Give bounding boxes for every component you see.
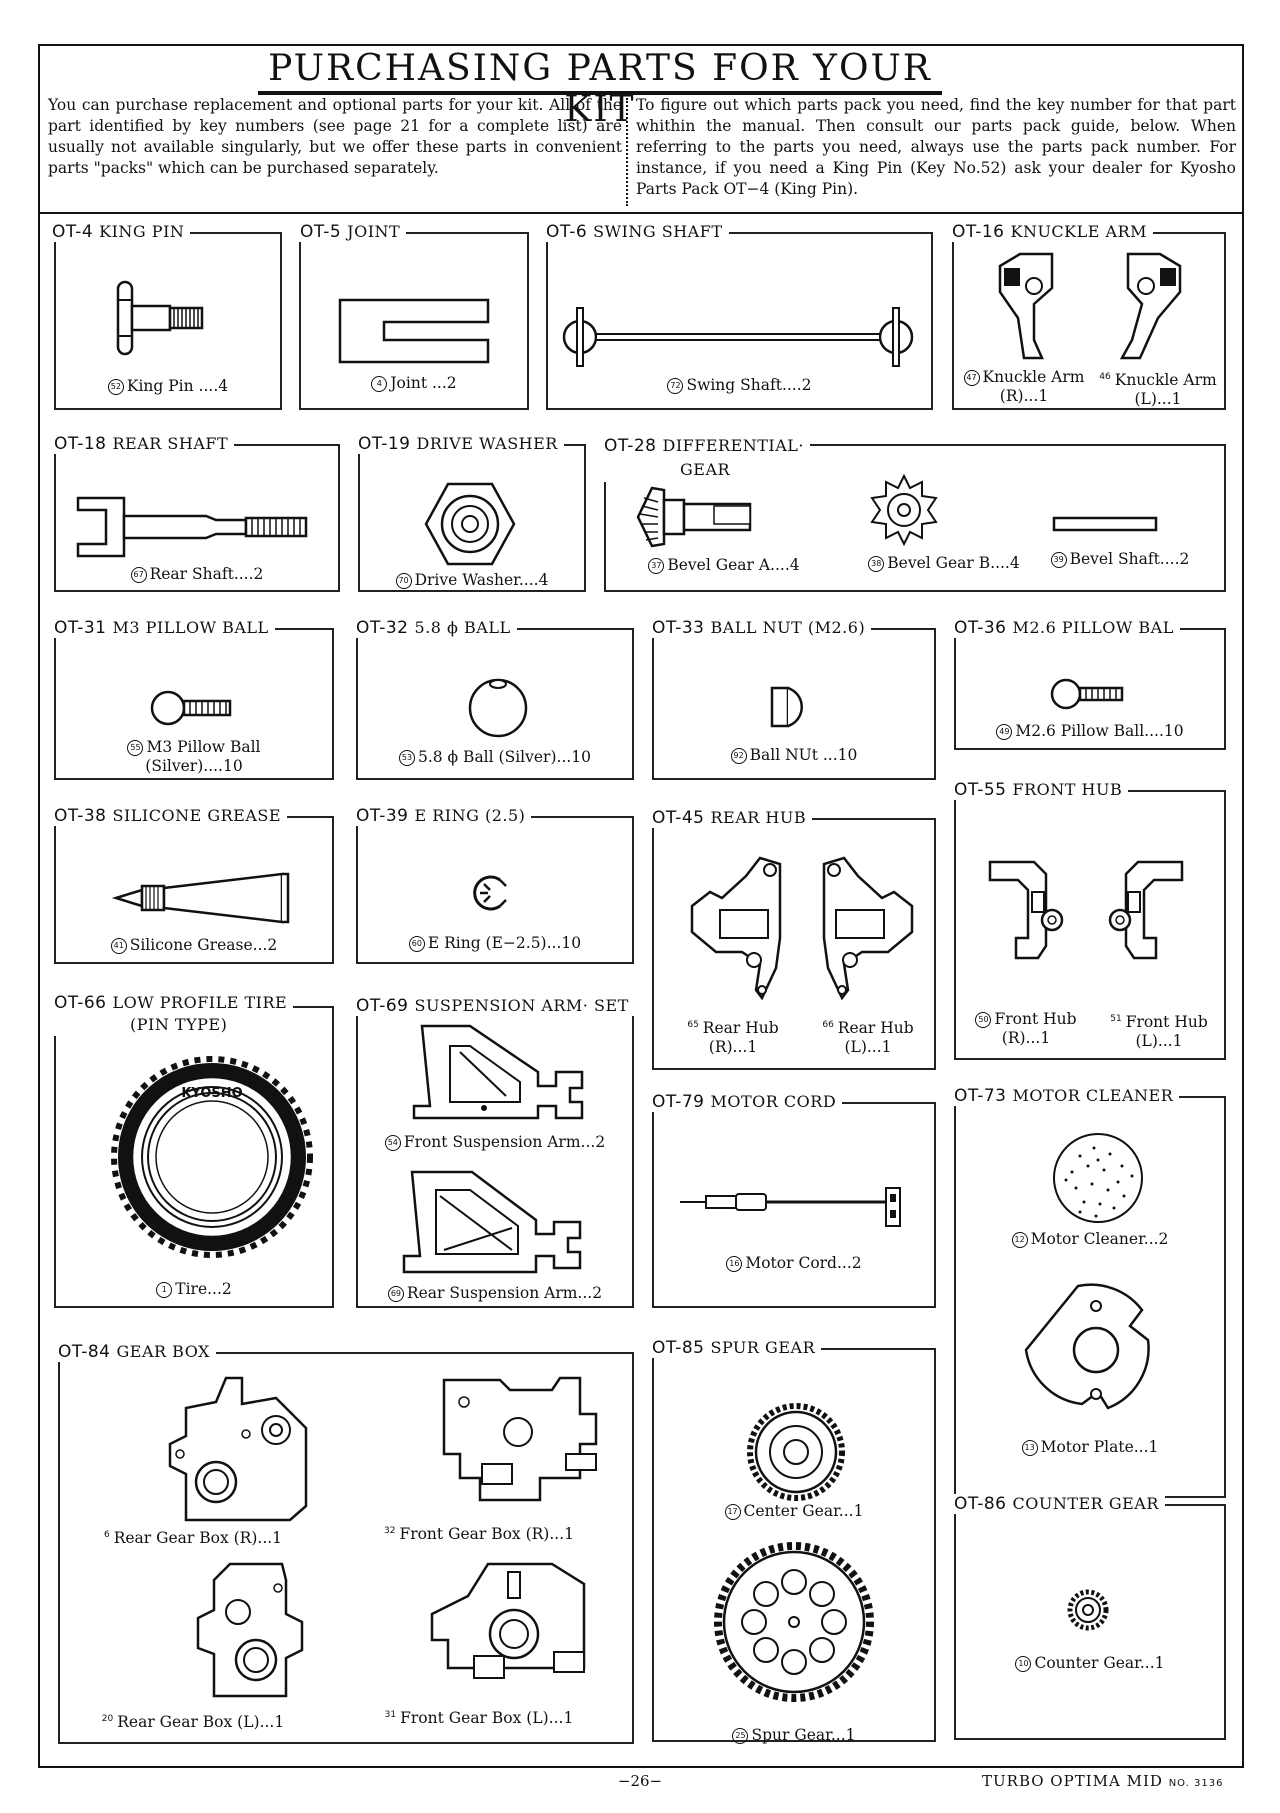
- rear-hub-icon: [690, 856, 914, 1001]
- motor-cleaner-icon: [1053, 1133, 1143, 1223]
- tire-icon: KYOSHO: [111, 1056, 313, 1258]
- pack-ot6: [546, 232, 933, 410]
- bevel-shaft-icon: [1052, 516, 1158, 532]
- front-hub-icon: [988, 860, 1184, 960]
- section-rule: [38, 212, 1244, 214]
- joint-icon: [338, 298, 490, 364]
- e-ring-icon: [473, 875, 507, 911]
- ball-icon: [468, 678, 528, 738]
- front-suspension-arm-icon: [412, 1024, 584, 1120]
- footer-model: TURBO OPTIMA MID NO. 3136: [982, 1772, 1224, 1790]
- bevel-gear-a-icon: [636, 486, 752, 548]
- tire-brand: KYOSHO: [181, 1086, 242, 1101]
- knuckle-arm-icon: [998, 252, 1182, 360]
- rear-shaft-icon: [76, 496, 308, 558]
- swing-shaft-icon: [562, 307, 914, 367]
- counter-gear-icon: [1067, 1589, 1109, 1631]
- front-gear-box-r-icon: [442, 1376, 598, 1502]
- spur-gear-icon: [714, 1542, 874, 1702]
- page-frame: [38, 44, 1244, 1768]
- rear-suspension-arm-icon: [402, 1170, 582, 1274]
- rear-gear-box-l-icon: [196, 1562, 304, 1698]
- ball-nut-icon: [770, 686, 803, 728]
- title-underline: [258, 91, 942, 95]
- pack-ot84: [58, 1352, 634, 1744]
- intro-right: To figure out which parts pack you need,…: [636, 96, 1236, 198]
- motor-cord-icon: [680, 1187, 901, 1227]
- page-title: PURCHASING PARTS FOR YOUR KIT: [268, 48, 932, 130]
- drive-washer-icon: [424, 482, 516, 566]
- m3-pillow-ball-icon: [150, 690, 232, 726]
- king-pin-icon: [116, 280, 204, 356]
- page-number: −26−: [617, 1772, 663, 1790]
- rear-gear-box-r-icon: [168, 1376, 308, 1522]
- pack-ot5: [299, 232, 529, 410]
- motor-plate-icon: [1024, 1283, 1150, 1410]
- front-gear-box-l-icon: [430, 1562, 586, 1679]
- intro-left: You can purchase replacement and optiona…: [48, 96, 622, 177]
- intro-divider: [626, 98, 628, 206]
- silicone-grease-icon: [111, 872, 290, 924]
- bevel-gear-b-icon: [870, 473, 938, 547]
- pack-ot28: [604, 444, 1226, 592]
- m26-pillow-ball-icon: [1050, 678, 1124, 710]
- center-gear-icon: [747, 1403, 845, 1501]
